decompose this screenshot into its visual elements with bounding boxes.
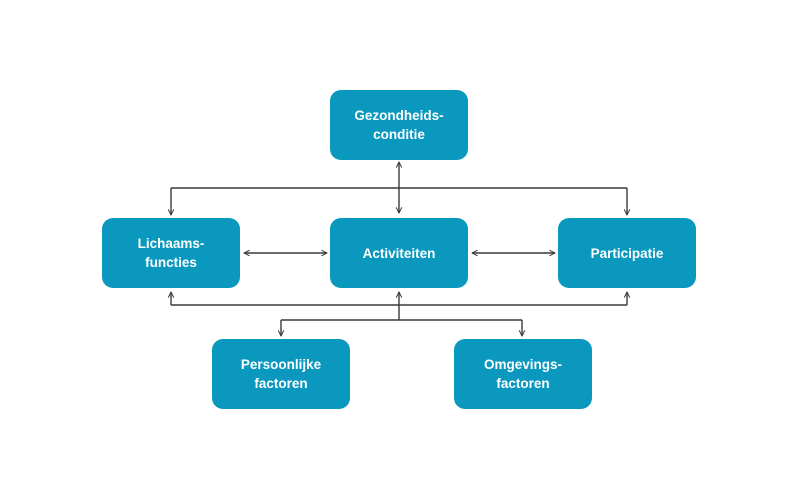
node-participatie: Participatie — [558, 218, 696, 288]
node-gezondheidsconditie: Gezondheids- conditie — [330, 90, 468, 160]
node-omgevingsfactoren: Omgevings- factoren — [454, 339, 592, 409]
node-activiteiten: Activiteiten — [330, 218, 468, 288]
node-lichaamsfuncties: Lichaams- functies — [102, 218, 240, 288]
node-persoonlijke-factoren: Persoonlijke factoren — [212, 339, 350, 409]
